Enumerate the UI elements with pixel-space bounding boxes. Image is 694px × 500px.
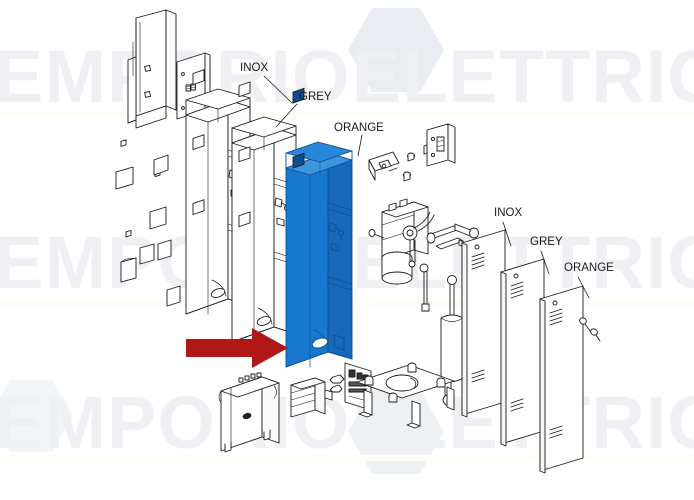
- screw-set[interactable]: [578, 317, 601, 342]
- grey-panel-vents: [510, 281, 524, 412]
- crank-arm[interactable]: [402, 211, 435, 268]
- small-pin[interactable]: [403, 152, 415, 182]
- push-rod[interactable]: [419, 263, 430, 312]
- control-unit-box[interactable]: [218, 372, 280, 453]
- label-grey-left: GREY: [299, 91, 332, 103]
- control-unit-terminals: [238, 372, 262, 383]
- door-panel-inox[interactable]: [461, 229, 506, 418]
- hexagon-accent-left: [0, 380, 73, 452]
- label-inox-right: INOX: [494, 207, 522, 219]
- latch-bracket[interactable]: [368, 151, 400, 181]
- door-panel-grey[interactable]: [500, 258, 545, 447]
- cover-cap-plugs[interactable]: [115, 139, 181, 307]
- watermark-text-2: ELETTRICO: [352, 35, 694, 118]
- label-grey-right: GREY: [530, 236, 563, 248]
- watermark-band-1: [0, 112, 694, 118]
- gearmotor-assembly[interactable]: [381, 198, 435, 285]
- base-mounting-plate[interactable]: [329, 362, 455, 429]
- label-inox-left: INOX: [240, 62, 268, 74]
- inox-panel-vents: [471, 252, 485, 383]
- base-plate-studs: [364, 362, 446, 403]
- top-cover-panel[interactable]: [127, 9, 177, 129]
- label-orange-left: ORANGE: [334, 122, 384, 134]
- lock-plate[interactable]: [423, 123, 456, 167]
- base-plate-nuts: [329, 374, 345, 393]
- transformer[interactable]: [290, 377, 333, 418]
- hexagon-logo-top: [348, 8, 444, 92]
- door-panel-orange[interactable]: [539, 285, 584, 474]
- selection-arrow[interactable]: [186, 328, 288, 368]
- label-orange-right: ORANGE: [564, 262, 614, 274]
- gearmotor-barrel: [381, 251, 413, 285]
- orange-internal-hinge: [328, 222, 345, 252]
- label-leader-lines: [263, 75, 590, 299]
- watermark-band-3: [0, 455, 694, 461]
- base-plate-legs: [358, 386, 455, 429]
- orange-panel-vents: [549, 308, 563, 439]
- column-housing-orange-highlighted[interactable]: [285, 87, 353, 368]
